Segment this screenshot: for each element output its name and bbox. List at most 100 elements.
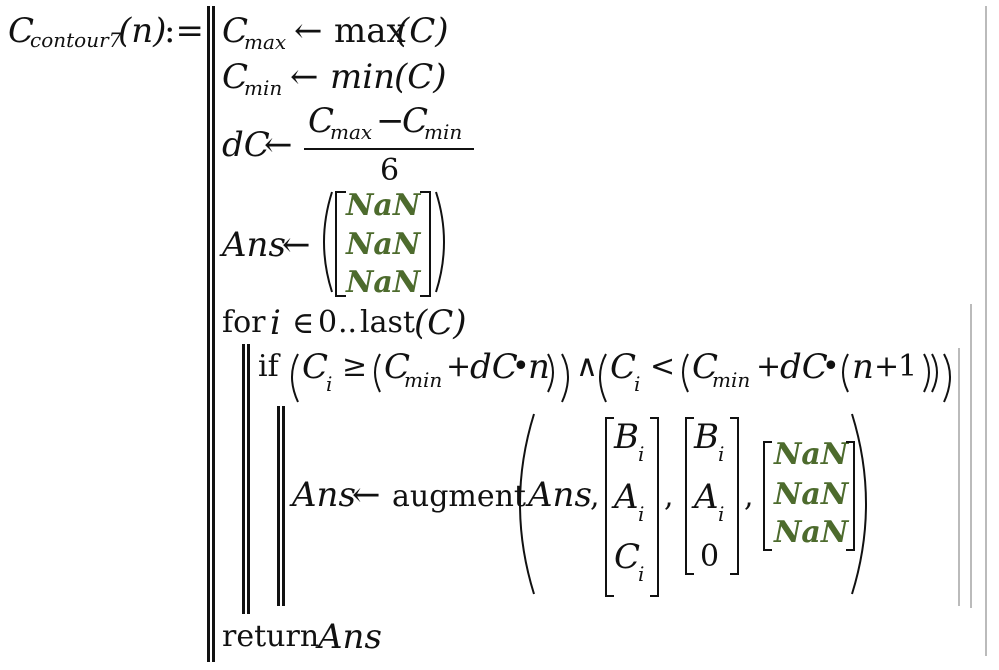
and-operator: ∧ xyxy=(576,349,598,384)
func-name: C xyxy=(8,11,35,51)
cond-dc: dC xyxy=(470,347,518,387)
matrix-index: i xyxy=(638,562,645,586)
right-paren xyxy=(923,353,930,393)
loop-var: i xyxy=(270,303,281,343)
range-start: 0 xyxy=(318,305,338,340)
assign-arrow: ← xyxy=(264,125,293,165)
func-arg: (n) xyxy=(118,11,167,51)
program-bar-left xyxy=(207,6,210,662)
for-keyword: for xyxy=(222,305,266,340)
cond-c2-index: i xyxy=(634,372,641,396)
augment-func: augment xyxy=(392,479,526,514)
right-bracket xyxy=(420,191,431,297)
min-arg: (C) xyxy=(394,57,447,97)
matrix-entry: A xyxy=(614,477,639,517)
matrix-entry: A xyxy=(694,477,719,517)
if-keyword: if xyxy=(258,349,279,384)
cond-n: n xyxy=(528,347,550,387)
if-boundary xyxy=(958,348,960,606)
cond-cmin2-sub: min xyxy=(712,368,751,392)
last-func: last xyxy=(360,305,415,340)
fraction-bar xyxy=(304,148,474,150)
assign-operator: := xyxy=(164,11,204,51)
right-paren xyxy=(943,353,951,403)
left-paren xyxy=(842,353,849,393)
ge-operator: ≥ xyxy=(342,349,368,384)
nan-value: NaN xyxy=(774,515,849,550)
nan-value: NaN xyxy=(346,265,421,300)
matrix-index: i xyxy=(638,502,645,526)
cond-c2: C xyxy=(610,347,637,387)
assign-arrow: ← xyxy=(290,57,319,97)
cond-n2: n xyxy=(852,347,874,387)
return-value: Ans xyxy=(318,617,382,657)
plus-operator: + xyxy=(756,349,782,384)
dc-var: dC xyxy=(222,125,270,165)
cond-cmin2: C xyxy=(692,347,719,387)
left-paren xyxy=(291,353,299,403)
nan-value: NaN xyxy=(774,477,849,512)
left-paren xyxy=(599,353,607,403)
loop-boundary xyxy=(970,304,972,608)
comma: , xyxy=(744,479,754,514)
if-bar-left xyxy=(277,406,280,606)
cond-c-index: i xyxy=(326,372,333,396)
left-bracket xyxy=(335,191,346,297)
element-of: ∈ xyxy=(292,306,315,341)
dot-operator: • xyxy=(822,349,840,384)
right-bracket xyxy=(650,417,659,597)
comma: , xyxy=(590,479,600,514)
right-paren xyxy=(561,353,569,403)
left-bracket xyxy=(685,417,694,575)
right-bracket xyxy=(846,441,855,551)
right-paren xyxy=(435,191,445,293)
assign-arrow: ← xyxy=(294,11,323,51)
range-operator: .. xyxy=(338,305,358,340)
minus-sign: − xyxy=(376,101,405,141)
dot-operator: • xyxy=(512,349,530,384)
loop-bar-right xyxy=(247,344,250,614)
ans-var: Ans xyxy=(292,475,356,515)
cond-cmin-sub: min xyxy=(404,368,443,392)
max-arg: (C) xyxy=(396,11,449,51)
plus-operator: + xyxy=(874,349,900,384)
if-bar-right xyxy=(282,406,285,606)
cmin-var: C xyxy=(222,57,249,97)
cmin-sub: min xyxy=(244,76,283,100)
left-paren xyxy=(682,353,689,393)
left-paren xyxy=(519,413,535,595)
ans-var: Ans xyxy=(222,225,286,265)
matrix-entry: C xyxy=(614,537,641,577)
plus-operator: + xyxy=(446,349,472,384)
matrix-index: i xyxy=(718,502,725,526)
lt-operator: < xyxy=(650,349,676,384)
numerator-cmin-sub: min xyxy=(424,120,463,144)
matrix-entry: B xyxy=(694,417,719,457)
region-boundary xyxy=(985,6,987,656)
cond-cmin: C xyxy=(384,347,411,387)
nan-value: NaN xyxy=(774,437,849,472)
program-bar-right xyxy=(212,6,215,662)
denominator: 6 xyxy=(380,153,400,188)
left-bracket xyxy=(605,417,614,597)
left-paren xyxy=(323,191,333,293)
cond-dc2: dC xyxy=(780,347,828,387)
right-paren xyxy=(931,353,938,393)
min-func: min xyxy=(330,57,396,97)
right-paren xyxy=(851,413,867,595)
matrix-entry: 0 xyxy=(700,539,720,574)
right-paren xyxy=(547,353,554,393)
cmax-var: C xyxy=(222,11,249,51)
loop-bar-left xyxy=(242,344,245,614)
cmax-sub: max xyxy=(244,30,287,54)
last-arg: (C) xyxy=(414,303,467,343)
one-literal: 1 xyxy=(898,349,918,384)
matrix-index: i xyxy=(718,442,725,466)
comma: , xyxy=(664,479,674,514)
nan-value: NaN xyxy=(346,188,421,223)
left-paren xyxy=(374,353,381,393)
assign-arrow: ← xyxy=(352,475,381,515)
func-subscript: contour7 xyxy=(30,28,122,52)
matrix-entry: B xyxy=(614,417,639,457)
